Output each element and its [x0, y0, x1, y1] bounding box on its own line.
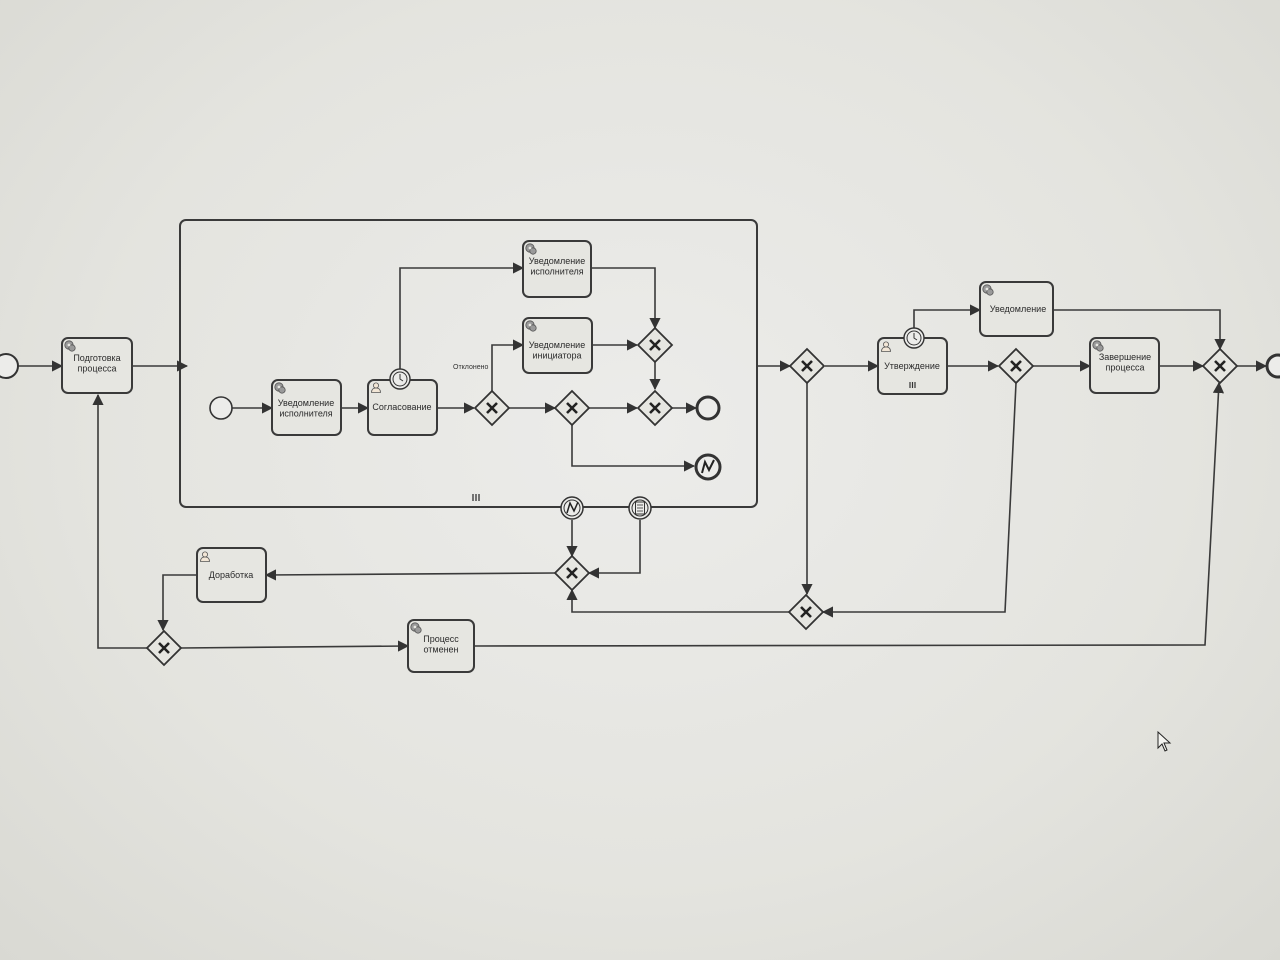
gateway-final-merge[interactable] [1201, 347, 1239, 385]
task-notify[interactable]: Уведомление [979, 281, 1054, 337]
task-label: Доработка [209, 570, 253, 580]
subprocess-start-event[interactable] [209, 396, 233, 420]
task-label: Уведомление [990, 304, 1046, 314]
gateway-after-subprocess[interactable] [788, 347, 826, 385]
timer-icon[interactable] [903, 327, 925, 349]
subprocess-end-event[interactable] [695, 395, 721, 421]
flow-label-rejected: Отклонено [453, 364, 488, 371]
sequence-flows [18, 262, 1268, 652]
task-rework[interactable]: Доработка [196, 547, 267, 603]
error-boundary-event[interactable] [560, 496, 584, 520]
gateway-decision[interactable] [553, 389, 591, 427]
error-icon [701, 459, 715, 474]
task-label: Утверждение [884, 361, 940, 371]
gateway-errors-merge[interactable] [553, 554, 591, 592]
start-event[interactable] [0, 353, 19, 379]
timer-icon[interactable] [389, 368, 411, 390]
task-label: Согласование [372, 402, 431, 412]
gateway-approval[interactable] [997, 347, 1035, 385]
cursor-icon [1157, 730, 1172, 752]
end-event[interactable] [1265, 353, 1280, 379]
error-icon [566, 500, 579, 514]
gateway-rejects-merge[interactable] [787, 593, 825, 631]
multi-instance-icon [909, 382, 916, 388]
gateway-merge-notify[interactable] [636, 326, 674, 364]
error-end-event[interactable] [694, 453, 722, 481]
gateway-merge-end[interactable] [636, 389, 674, 427]
gateway-rejected[interactable] [473, 389, 511, 427]
message-boundary-event[interactable] [628, 496, 652, 520]
gateway-rework[interactable] [145, 629, 183, 667]
multi-instance-icon [472, 494, 480, 501]
